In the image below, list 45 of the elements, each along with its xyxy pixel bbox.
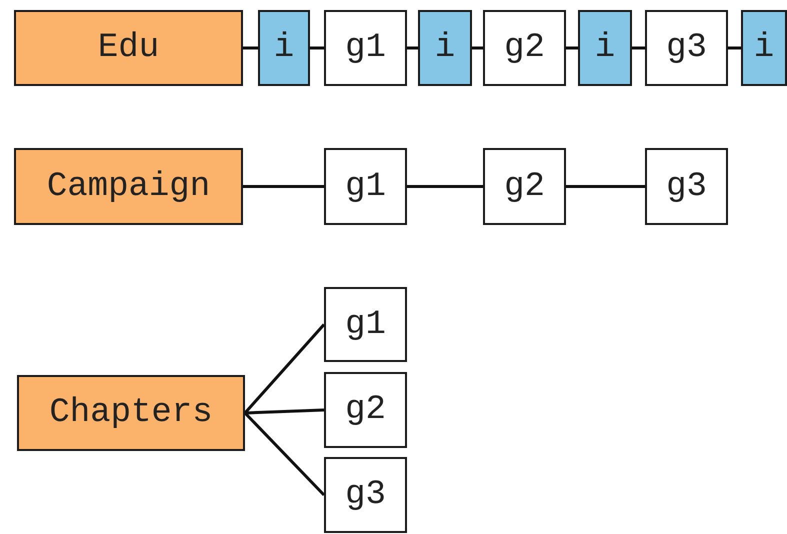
item-box <box>741 10 787 86</box>
node-box <box>645 148 728 225</box>
node-label: g2 <box>504 29 545 67</box>
node-label: i <box>594 29 616 67</box>
node-label: g2 <box>345 391 386 429</box>
node-box <box>483 10 566 86</box>
connector-line <box>244 412 326 496</box>
connector-line <box>243 46 258 50</box>
node-label: i <box>754 29 774 67</box>
group-box <box>14 148 243 225</box>
connector-line <box>244 408 324 414</box>
node-label: g3 <box>345 476 386 514</box>
item-box <box>258 10 310 86</box>
item-box <box>578 10 632 86</box>
connector-line <box>310 46 324 50</box>
node-box <box>645 10 728 86</box>
node-label: i <box>274 29 294 67</box>
node-label: g2 <box>504 168 545 206</box>
connector-line <box>243 185 324 188</box>
node-label: Campaign <box>46 168 210 206</box>
connector-line <box>244 324 326 414</box>
node-label: g3 <box>666 168 707 206</box>
node-box <box>324 372 407 448</box>
node-box <box>324 287 407 362</box>
connector-line <box>566 185 645 188</box>
connector-line <box>407 185 483 188</box>
node-label: g3 <box>666 29 707 67</box>
node-box <box>483 148 566 225</box>
connector-line <box>407 46 418 50</box>
group-box <box>14 10 243 86</box>
connector-line <box>566 46 578 50</box>
node-label: Edu <box>98 29 160 67</box>
item-box <box>418 10 472 86</box>
node-label: Chapters <box>49 394 213 432</box>
node-box <box>324 10 407 86</box>
group-box <box>17 375 245 451</box>
node-label: g1 <box>345 306 386 344</box>
node-label: g1 <box>345 168 386 206</box>
node-box <box>324 457 407 533</box>
connector-line <box>632 46 645 50</box>
connector-line <box>472 46 483 50</box>
node-label: i <box>434 29 456 67</box>
node-box <box>324 148 407 225</box>
node-label: g1 <box>345 29 386 67</box>
connector-line <box>728 46 741 50</box>
